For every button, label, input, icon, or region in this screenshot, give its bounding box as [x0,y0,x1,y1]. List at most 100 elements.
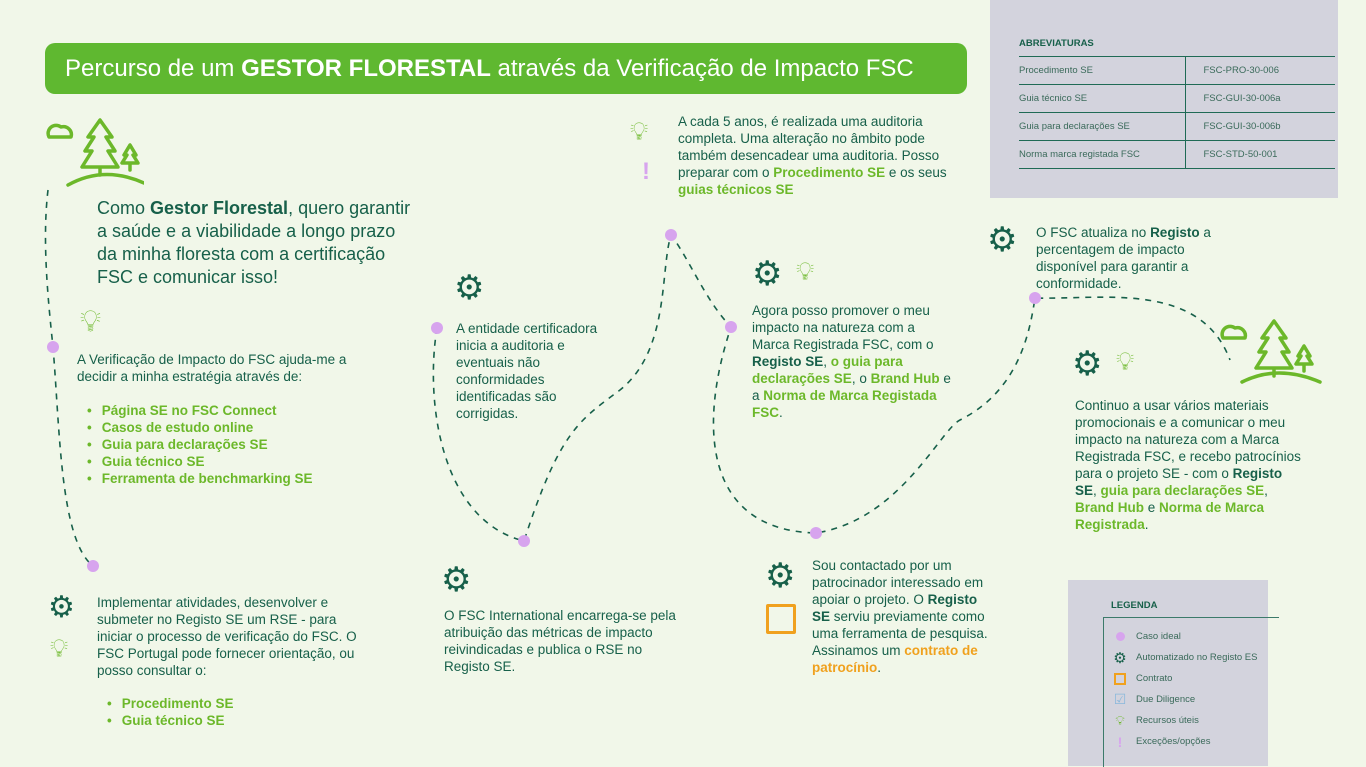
text-segment: O FSC atualiza no [1036,225,1151,240]
gear-icon: ⚙ [454,269,485,307]
text-segment: e [1144,500,1160,515]
lightbulb-icon: 💡︎ [50,633,69,663]
text-segment: Registo SE [1075,466,1283,498]
text-segment: . [877,660,882,675]
text-segment: A cada 5 anos, é realizada uma auditoria… [678,114,940,180]
forest-icon [46,118,144,187]
lightbulb-icon: 💡︎ [630,116,649,146]
intro-text: Como Gestor Florestal, quero garantir a … [97,197,417,289]
lightbulb-icon: 💡︎ [1116,346,1135,376]
text-segment: Continuo a usar vários materiais promoci… [1075,398,1301,481]
legend-item: Contrato [1111,668,1279,689]
exception-icon: ! [1117,733,1123,750]
resource-link[interactable]: Página SE no FSC Connect [87,402,313,419]
resource-link[interactable]: Casos de estudo online [87,419,313,436]
abbreviation-code: FSC-PRO-30-006 [1184,56,1335,85]
gear-icon: ⚙ [1113,649,1127,667]
legend-label: Contrato [1136,673,1173,684]
text-segment: Registo SE [812,592,978,624]
resource-link[interactable]: Norma de Marca Registrada [1075,500,1265,532]
lightbulb-icon: 💡︎ [1115,712,1125,728]
resource-link[interactable]: contrato de patrocínio [812,643,978,675]
page-title: Percurso de um GESTOR FLORESTAL através … [45,43,967,94]
text-segment: Gestor Florestal [150,198,289,218]
contract-icon [766,604,796,634]
step7-text: Sou contactado por um patrocinador inter… [812,557,992,676]
text-segment: , [1093,483,1101,498]
abbreviation-code: FSC-STD-50-001 [1184,140,1335,169]
abbreviation-code: FSC-GUI-30-006a [1184,84,1335,113]
ideal-case-dot [1029,292,1041,304]
text-segment: serviu previamente como uma ferramenta d… [812,609,988,658]
legend-item: ☑ Due Diligence [1111,689,1279,710]
text-segment: . [779,405,783,420]
legend-item: ! Exceções/opções [1111,731,1279,752]
resource-link[interactable]: Guia técnico SE [107,712,234,729]
ideal-case-dot [725,321,737,333]
step8-text: O FSC atualiza no Registo a percentagem … [1036,224,1236,292]
resource-link[interactable]: Procedimento SE [107,695,234,712]
contract-icon [1111,670,1129,688]
gear-icon: ⚙ [1072,345,1103,383]
legend-item: Caso ideal [1111,626,1279,647]
ideal-case-dot [431,322,443,334]
resource-link[interactable]: Guia técnico SE [87,453,313,470]
text-segment: , [1264,483,1268,498]
resource-link[interactable]: Guia para declarações SE [87,436,313,453]
gear-icon: ⚙ [765,557,796,595]
abbreviation-name: Guia técnico SE [1019,84,1185,113]
text-segment: Registo [1150,225,1200,240]
ideal-case-dot [665,229,677,241]
resource-link[interactable]: o guia para declarações SE [752,354,903,386]
step4-text: O FSC International encarrega-se pela at… [444,608,676,674]
exception-icon: ! [642,158,650,185]
legend-label: Caso ideal [1136,631,1181,642]
ideal-case-dot [518,535,530,547]
legend-title: LEGENDA [1111,600,1158,611]
resource-link[interactable]: guias técnicos SE [678,182,794,197]
lightbulb-icon: 💡︎ [80,305,101,338]
step6-text: Agora posso promover o meu impacto na na… [752,302,952,421]
step5-text: A cada 5 anos, é realizada uma auditoria… [678,113,963,198]
resource-link[interactable]: Brand Hub [870,371,940,386]
legend-label: Automatizado no Registo ES [1136,652,1258,663]
resource-link[interactable]: Norma de Marca Registada FSC [752,388,937,420]
text-segment: a percentagem de impacto disponível para… [1036,225,1211,291]
step1-resources: Página SE no FSC Connect Casos de estudo… [87,402,313,487]
resource-link[interactable]: Procedimento SE [773,165,886,180]
forest-icon-end [1220,319,1322,384]
step3-text: A entidade certificadora inicia a audito… [456,321,598,421]
gear-icon: ⚙ [987,221,1018,259]
abbreviations-title: ABREVIATURAS [1019,38,1094,49]
text-segment: , [823,354,831,369]
step2-resources: Procedimento SE Guia técnico SE [107,695,234,729]
text-segment: e os seus [885,165,947,180]
ideal-case-dot [47,341,59,353]
lightbulb-icon: 💡︎ [796,256,815,286]
abbreviation-name: Norma marca registada FSC [1019,140,1185,169]
abbreviation-code: FSC-GUI-30-006b [1184,112,1335,141]
text-segment: Registo SE [752,354,824,369]
dot-icon [1111,628,1129,646]
text-segment: . [1144,517,1149,532]
text-segment: e a [752,371,951,403]
checkbox-icon: ☑ [1113,691,1127,707]
text-segment: Como [97,198,151,218]
gear-icon: ⚙ [48,591,75,624]
gear-icon: ⚙ [752,255,783,293]
legend-label: Due Diligence [1136,694,1196,705]
legend-label: Recursos úteis [1136,715,1199,726]
resource-link[interactable]: guia para declarações SE [1100,483,1265,498]
legend-label: Exceções/opções [1136,736,1211,747]
legend-panel: LEGENDA Caso ideal ⚙ Automatizado no Regi… [1068,580,1279,767]
resource-link[interactable]: Ferramenta de benchmarking SE [87,470,313,487]
resource-link[interactable]: Brand Hub [1075,500,1144,515]
ideal-case-dot [87,560,99,572]
legend-item: ⚙ Automatizado no Registo ES [1111,647,1279,668]
text-segment: Sou contactado por um patrocinador inter… [812,558,984,607]
